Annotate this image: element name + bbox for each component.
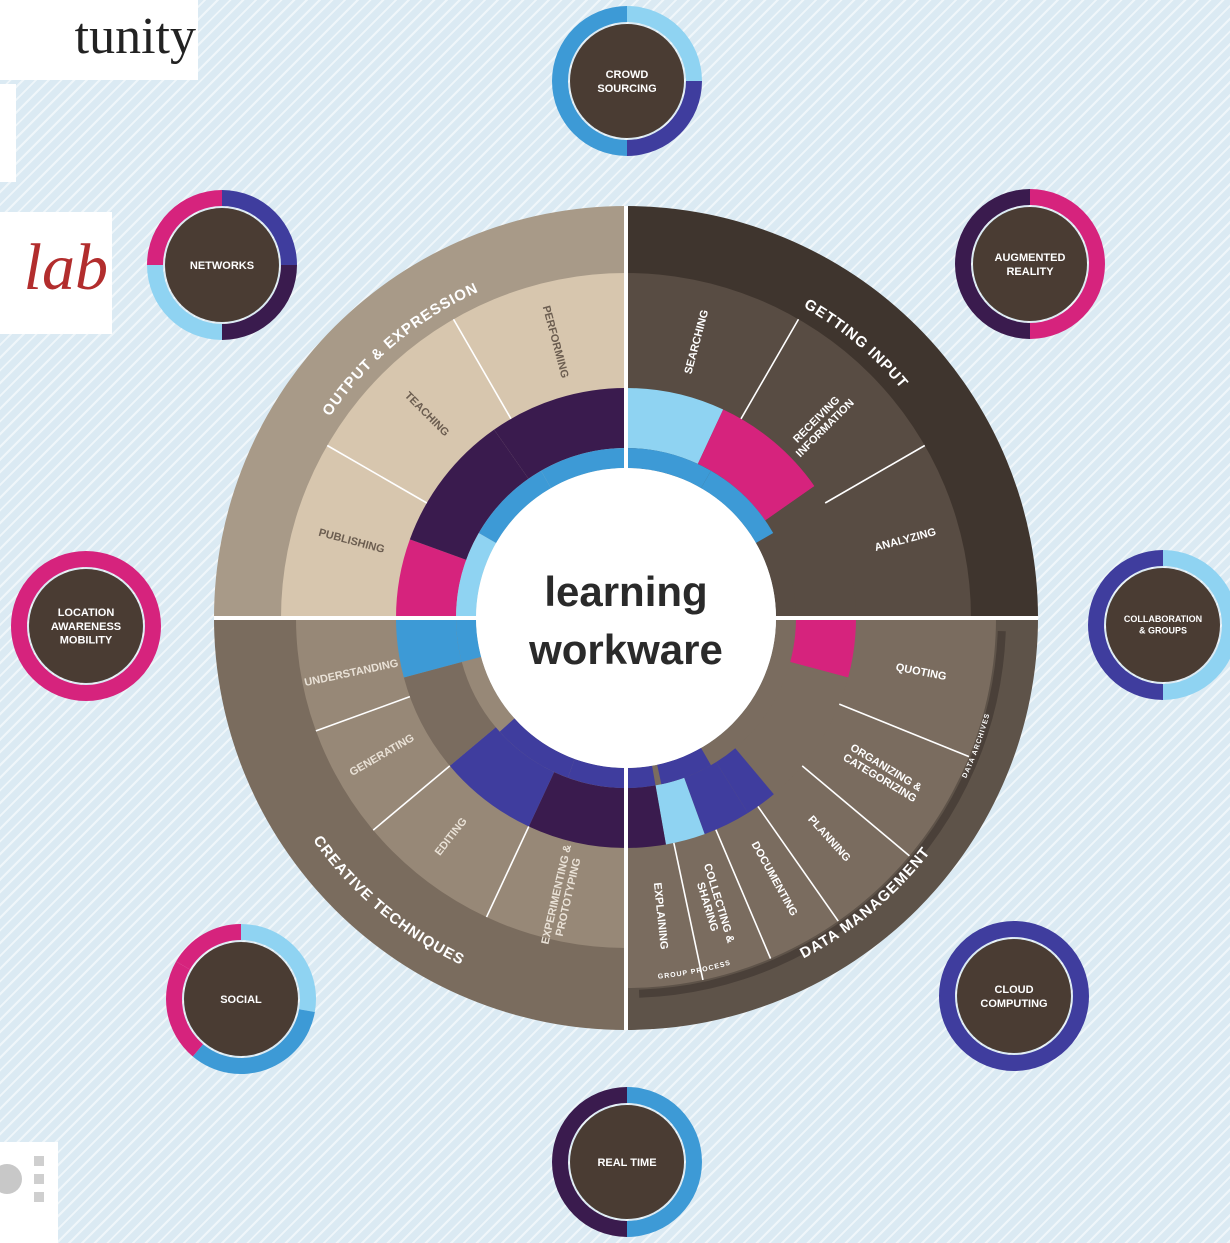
segment-divider [757,805,839,922]
satellite-ring-segment [627,81,702,156]
satellite-core [973,207,1087,321]
satellite-social: SOCIAL [166,924,316,1074]
satellite-ring-segment [552,1087,627,1237]
satellite-ring [11,551,161,701]
segment-divider [824,444,926,504]
satellite-ring-segment [192,1009,315,1074]
satellite-core [957,939,1071,1053]
cropped-logo: lab [0,212,112,334]
satellite-core [570,24,684,138]
satellite-ring-segment [1030,189,1105,339]
segment-divider [801,765,910,857]
satellite-ring-segment [1088,550,1163,700]
segment-divider [372,765,451,831]
satellite-ring-segment [241,924,316,1013]
satellite-ring-segment [627,1087,702,1237]
inner-ring-band [701,470,774,543]
satellite-ring-segment [222,190,297,265]
satellite-label: REAL TIME [597,1157,656,1169]
segment-divider [673,842,704,981]
satellite-core [1106,568,1220,682]
satellite-ring-segment [147,265,222,340]
satellite-ring-segment [552,81,627,156]
satellite-real-time: REAL TIME [552,1087,702,1237]
satellite-ring-segment [552,6,627,81]
satellite-core [29,569,143,683]
satellite-ring-segment [166,961,204,1057]
inner-ring-band [626,448,711,489]
inner-ring-segment [735,662,849,795]
satellite-label: COLLABORATION& GROUPS [1124,614,1202,635]
segment-divider [485,826,530,918]
satellite-label: NETWORKS [190,260,254,272]
inner-ring-segment [626,785,666,848]
inner-ring-band [541,448,626,489]
inner-ring-segment [716,748,774,814]
satellite-ring [939,921,1089,1071]
inner-ring-segment [697,409,815,521]
segments-data [626,618,996,988]
segments-getting-input [626,273,971,618]
segment-divider [838,703,970,758]
inner-ring-band [567,758,656,789]
inner-ring-segment [790,618,856,678]
thumbnail-circle [0,1164,22,1194]
inner-ring-band [456,618,482,662]
satellite-ring-segment [176,924,241,970]
satellite-ring-segment [222,265,297,340]
cropped-heading-fragment: tunity [0,0,198,80]
satellite-networks: NETWORKS [147,190,297,340]
segment-divider [315,695,411,732]
segments-creative [296,618,626,948]
inner-ring-segment [626,388,724,464]
satellite-ring-segment [1163,550,1230,700]
satellite-ring-segment [955,189,1030,339]
segments-output [281,273,626,618]
satellite-collaboration-groups: COLLABORATION& GROUPS [1088,550,1230,700]
satellite-core [165,208,279,322]
inner-ring-segment [494,388,626,479]
center-title-line2: workware [528,626,723,673]
segment-divider [452,318,512,420]
inner-ring-segment [655,777,705,845]
thumbnail-preview [0,1142,58,1243]
inner-ring-segment [528,772,626,848]
segment-divider [715,829,772,959]
satellite-core [184,942,298,1056]
inner-ring-segment [409,429,529,560]
inner-ring-segment [684,762,748,835]
satellite-ring-segment [627,6,702,81]
segment-divider [740,318,800,420]
thumbnail-square [34,1192,44,1202]
inner-ring-segment [396,618,462,678]
wheel [214,206,1038,1030]
thumbnail-square [34,1174,44,1184]
thumbnail-square [34,1156,44,1166]
inner-ring-segment [765,486,856,618]
segment-divider [326,444,428,504]
satellite-core [570,1105,684,1219]
inner-ring-band [499,718,575,778]
inner-ring-segment [396,539,467,618]
inner-ring-segment [403,662,496,766]
satellite-label: SOCIAL [220,994,262,1006]
inner-ring-band [657,747,711,785]
center-title-line1: learning [544,568,707,615]
inner-ring-segment [449,727,555,827]
inner-ring-band [456,533,497,618]
cropped-panel-strip [0,84,16,182]
inner-ring-band [478,470,551,543]
satellite-ring-segment [147,190,222,265]
